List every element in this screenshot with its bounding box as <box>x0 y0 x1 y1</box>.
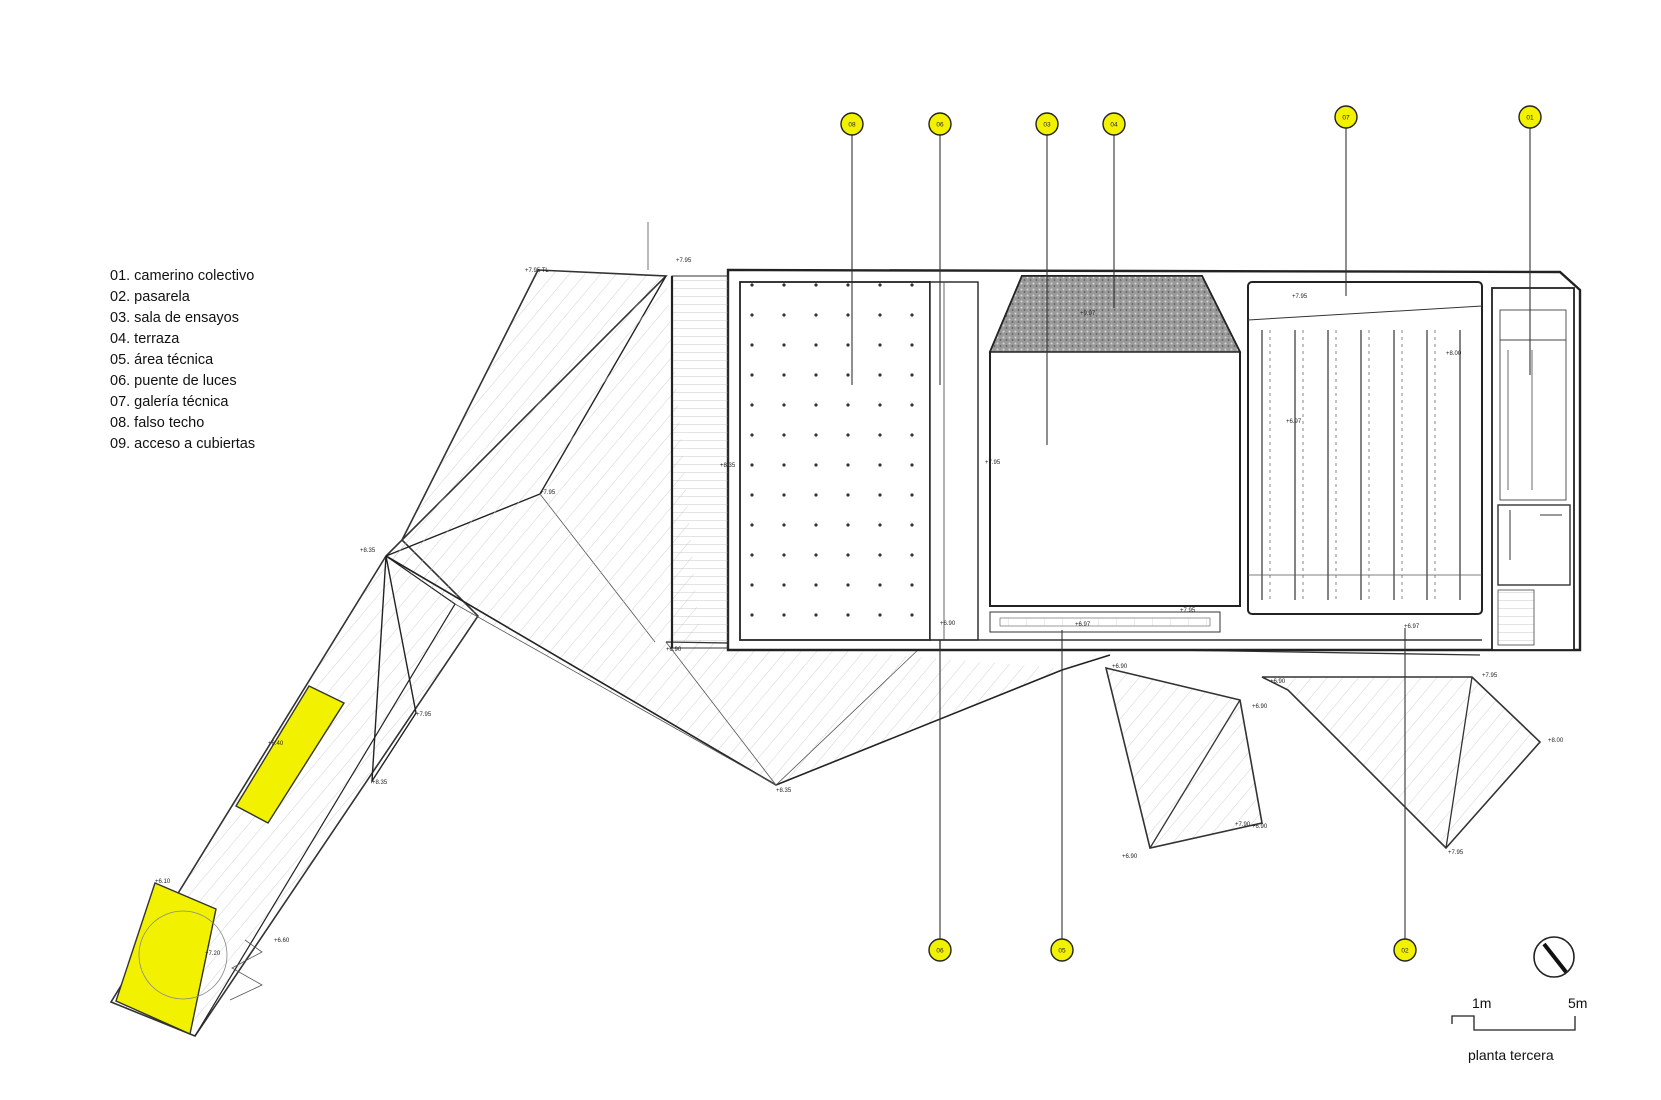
tag-top-03: 03 <box>1035 112 1059 136</box>
level-mark: +6.90 <box>940 621 956 627</box>
level-mark: +7.95 <box>1180 608 1196 614</box>
level-mark: +7.95 <box>1482 673 1498 679</box>
level-mark: +7.95 <box>416 712 432 718</box>
tag-top-08: 08 <box>840 112 864 136</box>
level-mark: +7.95 <box>1448 850 1464 856</box>
level-mark: +8.35 <box>360 548 376 554</box>
tag-top-06: 06 <box>928 112 952 136</box>
legend-item: 03. sala de ensayos <box>110 310 239 326</box>
level-mark: +6.90 <box>666 647 682 653</box>
tag-circle <box>928 112 952 136</box>
level-mark: +6.97 <box>1404 624 1420 630</box>
drawing-caption: planta tercera <box>1468 1047 1554 1063</box>
tag-label: 01 <box>1526 115 1534 122</box>
tag-circle <box>1102 112 1126 136</box>
level-mark: +6.90 <box>1252 824 1268 830</box>
level-mark: +7.95 <box>1292 294 1308 300</box>
level-mark: +6.97 <box>1286 419 1302 425</box>
scale-label-1m: 1m <box>1472 995 1491 1011</box>
level-mark: +9.97 <box>1080 311 1096 317</box>
level-mark: +8.35 <box>372 780 388 786</box>
tag-bottom-05: 05 <box>1050 938 1074 962</box>
legend-item: 06. puente de luces <box>110 373 237 389</box>
tag-circle <box>1050 938 1074 962</box>
tag-label: 02 <box>1401 948 1409 955</box>
level-mark: +7.95 <box>985 460 1001 466</box>
scale-label-5m: 5m <box>1568 995 1587 1011</box>
level-mark: +6.97 <box>1075 622 1091 628</box>
level-mark: +6.90 <box>1270 679 1286 685</box>
north-arrow-icon <box>1533 936 1575 978</box>
tag-label: 03 <box>1043 122 1051 129</box>
leader-lines <box>851 128 1531 940</box>
level-mark: +7.20 <box>205 951 221 957</box>
tag-circle <box>928 938 952 962</box>
legend-item: 01. camerino colectivo <box>110 268 255 284</box>
level-mark: +8.35 <box>776 788 792 794</box>
level-mark: +7.95 <box>540 490 556 496</box>
level-mark: +6.10 <box>155 879 171 885</box>
legend-item: 07. galería técnica <box>110 394 229 410</box>
legend-item: 04. terraza <box>110 331 180 347</box>
legend-item: 08. falso techo <box>110 415 205 431</box>
room-tags: 08 06 03 04 07 01 06 05 02 <box>840 105 1542 962</box>
legend-item: 05. área técnica <box>110 352 214 368</box>
tag-circle <box>1334 105 1358 129</box>
tag-label: 07 <box>1342 115 1350 122</box>
tag-top-01: 01 <box>1518 105 1542 129</box>
tag-label: 06 <box>936 948 944 955</box>
legend-item: 09. acceso a cubiertas <box>110 436 256 452</box>
tag-label: 05 <box>1058 948 1066 955</box>
level-mark: +8.00 <box>1446 351 1462 357</box>
level-mark: +7.90 <box>1235 822 1251 828</box>
tag-label: 08 <box>848 122 856 129</box>
level-mark: +8.00 <box>1548 738 1564 744</box>
level-mark: +6.90 <box>1252 704 1268 710</box>
tag-circle <box>1393 938 1417 962</box>
tag-label: 04 <box>1110 122 1118 129</box>
tag-bottom-02: 02 <box>1393 938 1417 962</box>
scale-bar: 1m 5m planta tercera <box>1451 995 1587 1063</box>
level-annotations: +7.95 TL +7.95 +8.35 +7.95 +8.35 +7.95 +8.35 +6… <box>155 258 1564 957</box>
tag-top-04: 04 <box>1102 112 1126 136</box>
level-mark: +7.95 TL <box>525 268 549 274</box>
level-mark: +8.35 <box>720 463 736 469</box>
level-mark: +7.95 <box>676 258 692 264</box>
legend-item: 02. pasarela <box>110 289 190 305</box>
level-mark: +6.90 <box>1112 664 1128 670</box>
tag-circle <box>1035 112 1059 136</box>
level-mark: +6.40 <box>268 741 284 747</box>
legend: 01. camerino colectivo 02. pasarela 03. … <box>110 266 255 455</box>
level-mark: +6.90 <box>1122 854 1138 860</box>
tag-top-07: 07 <box>1334 105 1358 129</box>
tag-label: 06 <box>936 122 944 129</box>
level-mark: +6.60 <box>274 938 290 944</box>
main-volume <box>670 268 1582 652</box>
tag-circle <box>840 112 864 136</box>
lower-blocks <box>1104 666 1542 850</box>
tag-circle <box>1518 105 1542 129</box>
tag-bottom-06: 06 <box>928 938 952 962</box>
